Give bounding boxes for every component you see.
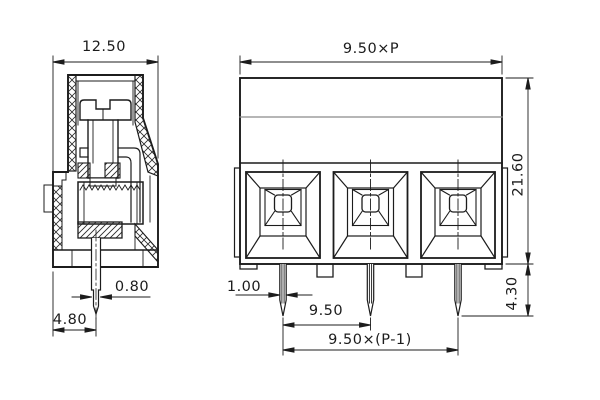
dim-label-pin-pitch: 9.50 [308,303,344,319]
dim-label-body-height: 21.60 [510,152,527,197]
solder-plate [77,221,123,239]
side-housing-walls [52,74,159,264]
dim-label-pin-span: 9.50×(P-1) [328,332,412,348]
front-left-flange [233,167,241,258]
dim-label-side-overall-width: 12.50 [81,39,126,55]
side-pin [90,229,102,323]
side-base [52,249,159,268]
serration [79,184,141,191]
clamp-strip [79,147,141,223]
screw-head [79,99,132,121]
front-feet [239,263,503,278]
dim-label-front-overall-width: 9.50×P [342,41,400,57]
side-dimension-lines [52,55,159,337]
clamp-nut [77,162,121,179]
wire-cage [77,181,144,225]
side-view [43,55,159,337]
front-right-flange [501,167,509,258]
dim-label-pin-thickness: 0.80 [114,279,150,295]
front-dimension-lines [235,55,534,356]
dim-label-pin-offset: 4.80 [52,312,88,328]
side-hook [43,171,67,251]
front-view [233,55,534,356]
dim-label-pin-width: 1.00 [226,279,262,295]
dim-label-pin-length: 4.30 [504,276,521,311]
